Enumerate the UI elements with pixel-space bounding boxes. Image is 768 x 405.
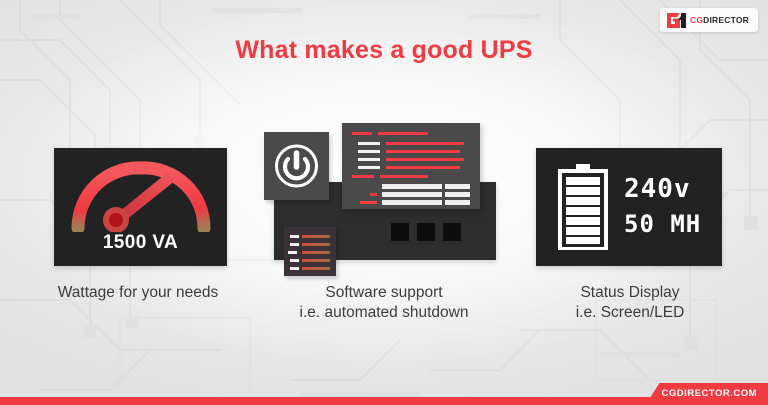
code-line: [370, 193, 377, 197]
code-line: [445, 200, 470, 205]
logo-text-cg: CG: [690, 14, 704, 25]
footer-accent-strip: [0, 397, 768, 405]
outlet-square-2: [417, 223, 435, 241]
software-mini-window: [284, 227, 336, 276]
status-caption-line1: Status Display: [580, 284, 680, 301]
code-line: [445, 184, 470, 189]
mini-line-bar: [302, 243, 330, 246]
mini-line-bar: [302, 235, 330, 238]
code-line: [386, 150, 460, 154]
wattage-caption: Wattage for your needs: [18, 283, 258, 303]
column-wattage: 1500 VA Wattage for your needs: [18, 120, 258, 335]
page-title: What makes a good UPS: [235, 36, 533, 64]
code-line: [360, 201, 377, 205]
power-button-icon: [275, 144, 318, 188]
code-line: [382, 192, 442, 197]
code-line: [382, 200, 442, 205]
software-caption-line2: i.e. automated shutdown: [299, 304, 469, 321]
mini-line-bar: [302, 259, 330, 262]
code-line: [386, 158, 464, 162]
cgdirector-logo[interactable]: CGDIRECTOR: [660, 8, 758, 32]
code-line: [352, 175, 374, 179]
wattage-artwork: 1500 VA: [18, 120, 258, 270]
outlet-square-3: [443, 223, 461, 241]
lcd-secondary-readout: 50 MH: [624, 210, 702, 238]
code-line: [386, 142, 464, 146]
code-line: [386, 166, 460, 170]
code-line: [378, 132, 428, 136]
software-caption-line1: Software support: [325, 284, 443, 301]
code-line: [352, 132, 372, 136]
mini-line-tick: [290, 267, 299, 270]
code-line: [380, 175, 428, 179]
wattage-caption-line1: Wattage for your needs: [57, 284, 219, 301]
code-line: [358, 166, 380, 170]
column-status-display: 240v 50 MH Status Display i.e. Screen/LE…: [510, 120, 750, 335]
code-line: [358, 158, 380, 162]
footer-watermark-text: CGDIRECTOR.COM: [661, 388, 757, 400]
lcd-voltage-readout: 240v: [624, 174, 691, 204]
software-caption: Software support i.e. automated shutdown: [264, 283, 504, 323]
code-line: [358, 142, 380, 146]
wattage-value: 1500 VA: [102, 232, 179, 253]
software-artwork: [264, 120, 504, 276]
status-display-caption: Status Display i.e. Screen/LED: [510, 283, 750, 323]
code-line: [358, 150, 380, 154]
battery-full-icon: [558, 164, 608, 250]
cgdirector-g-mark-icon: [667, 12, 686, 28]
speedometer-gauge-icon: [71, 161, 211, 232]
status-caption-line2: i.e. Screen/LED: [575, 304, 685, 321]
mini-line-tick: [290, 259, 299, 262]
code-line: [445, 192, 470, 197]
cgdirector-logo-text: CGDIRECTOR: [690, 16, 749, 25]
logo-text-director: DIRECTOR: [703, 14, 749, 25]
gauge-card: 1500 VA: [54, 148, 227, 266]
mini-line-tick: [290, 235, 299, 238]
code-line: [382, 184, 442, 189]
mini-line-tick: [288, 251, 297, 254]
status-display-card: 240v 50 MH: [536, 148, 722, 266]
mini-line-bar: [302, 267, 330, 270]
software-code-window: [342, 123, 480, 209]
footer-watermark[interactable]: CGDIRECTOR.COM: [645, 383, 768, 405]
mini-line-tick: [290, 243, 299, 246]
outlet-square-1: [391, 223, 409, 241]
column-software: Software support i.e. automated shutdown: [264, 120, 504, 335]
power-button-tile[interactable]: [264, 132, 329, 200]
status-display-artwork: 240v 50 MH: [510, 120, 750, 270]
mini-line-bar: [302, 251, 330, 254]
